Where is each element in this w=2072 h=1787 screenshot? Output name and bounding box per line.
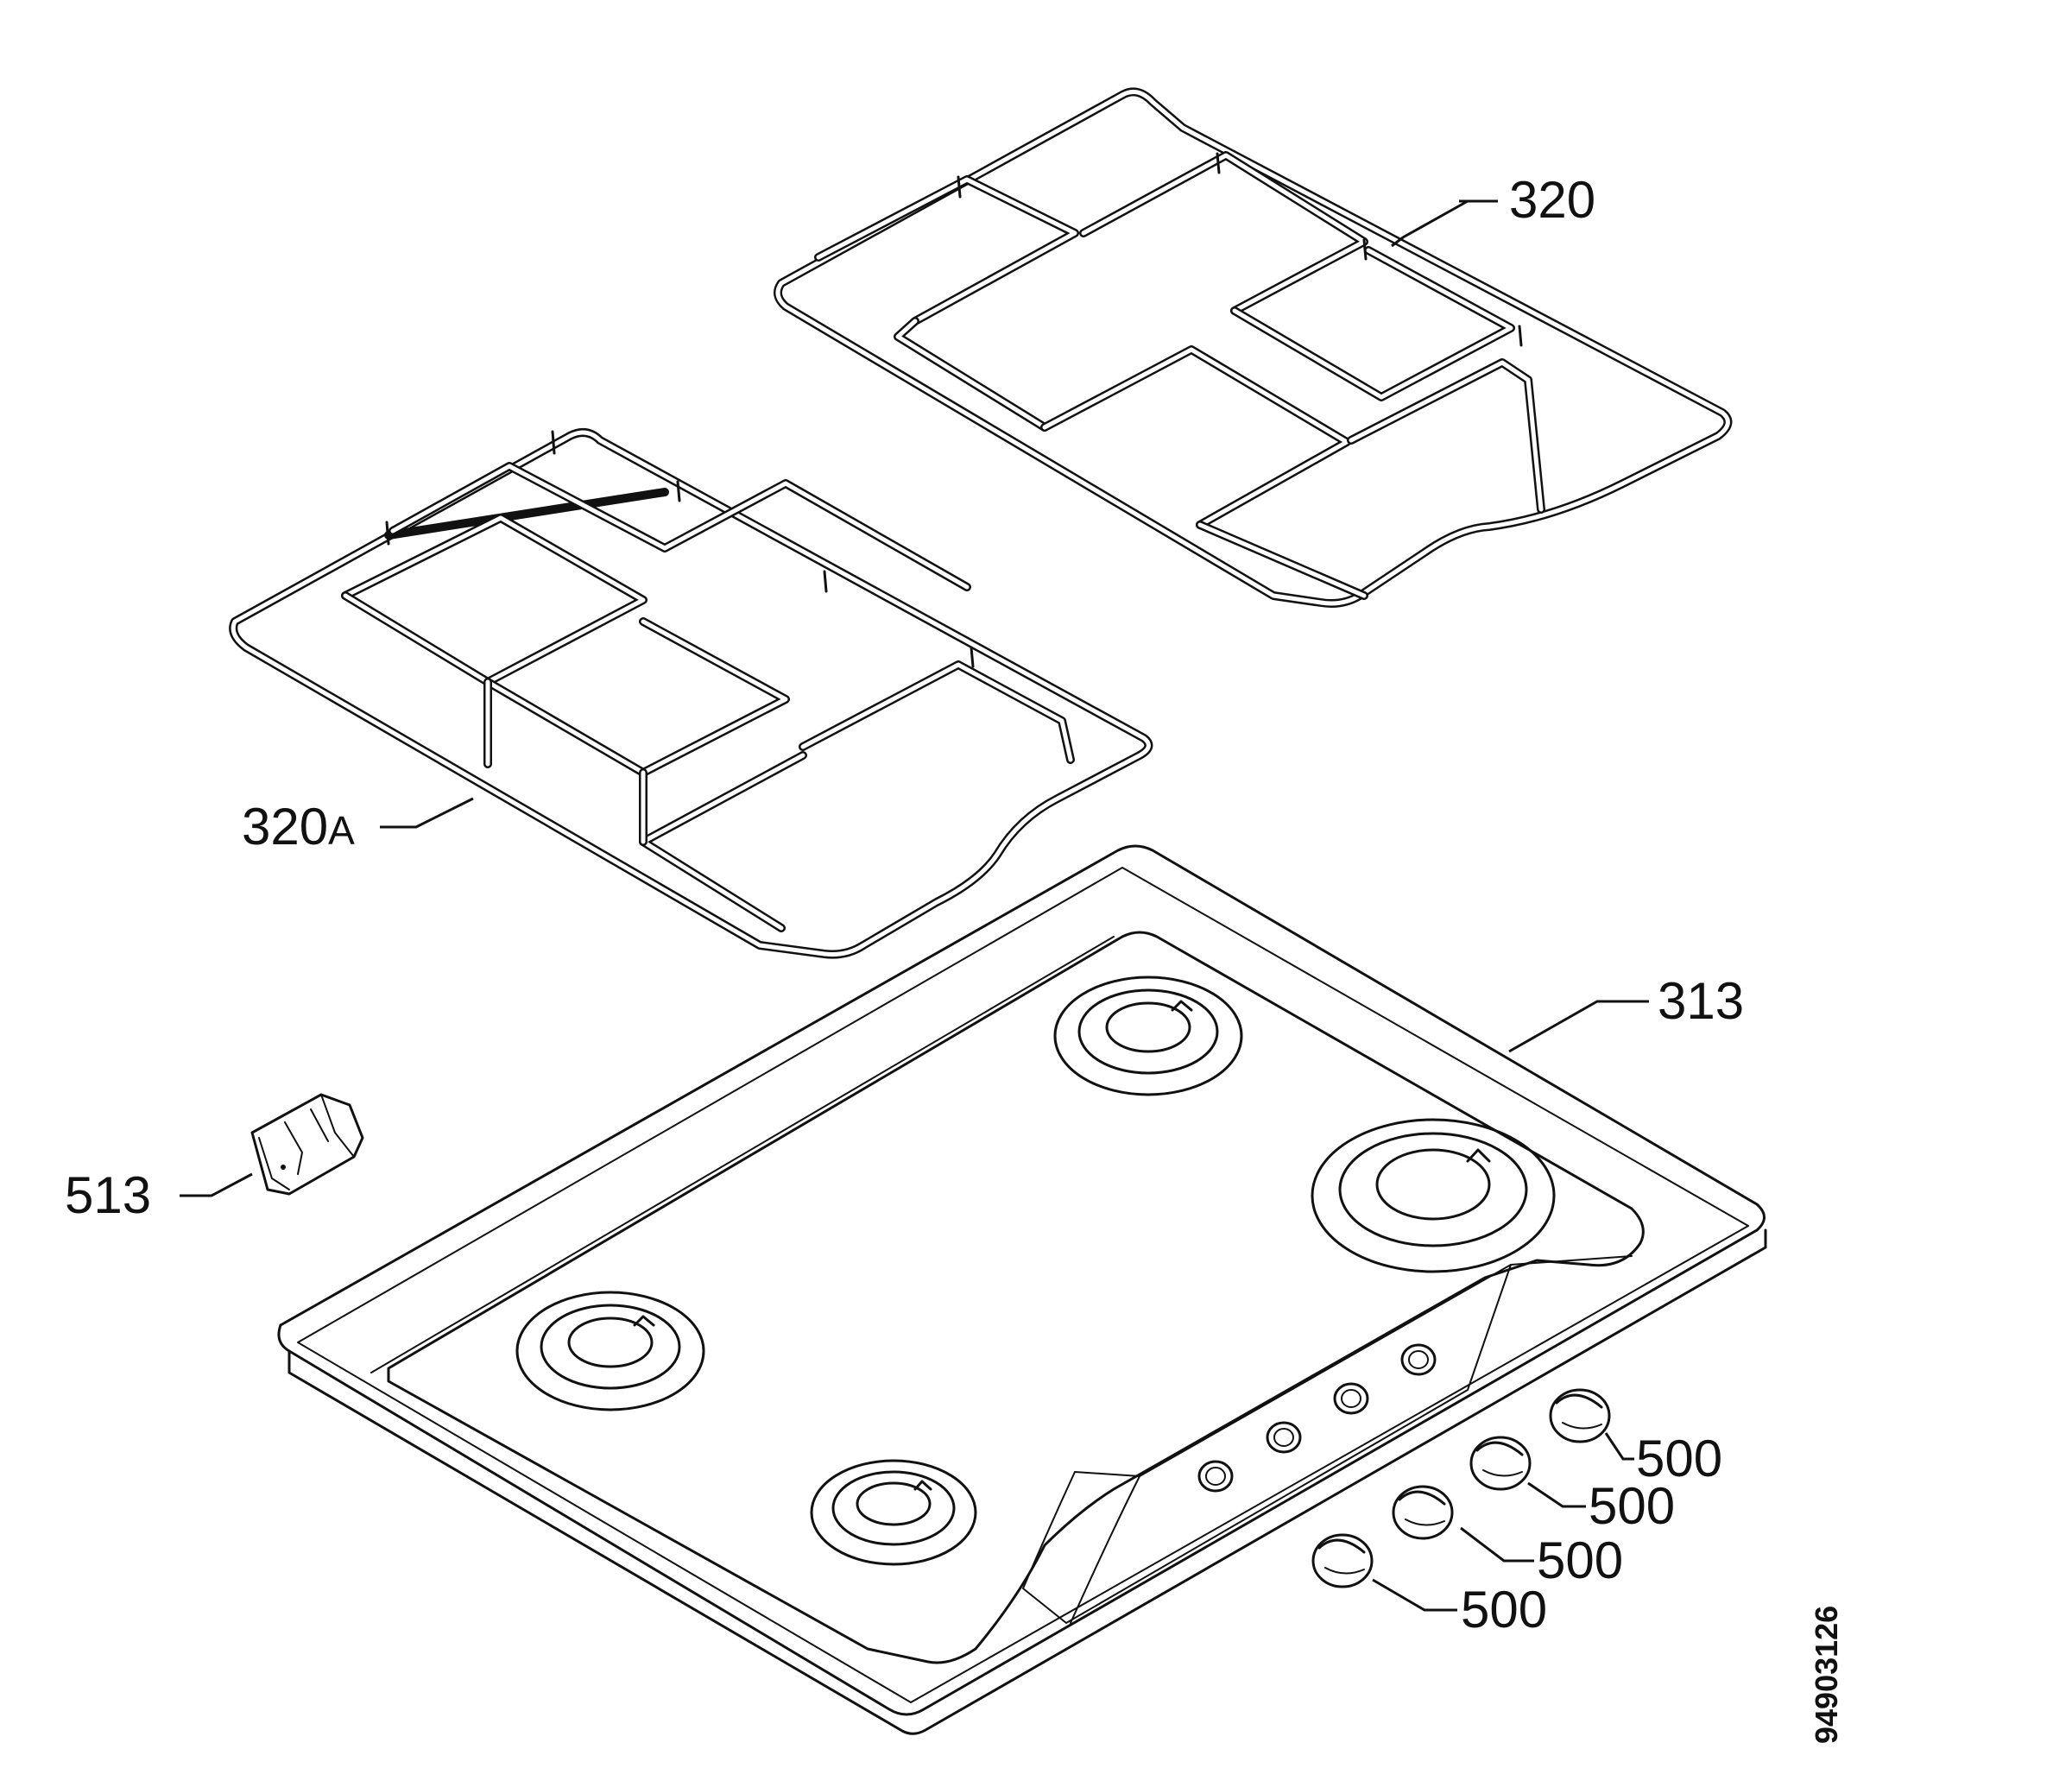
burner-rear-right [1311, 1118, 1556, 1273]
control-knobs-500 [1311, 1388, 1611, 1588]
callout-320a: 320A [242, 798, 355, 856]
knob-3 [1392, 1485, 1454, 1540]
burner-front-right [810, 1459, 977, 1566]
control-holes [1197, 1343, 1437, 1493]
callout-513: 513 [65, 1166, 151, 1224]
pan-support-grid-320 [774, 87, 1733, 608]
callout-320a-suffix: A [328, 808, 355, 853]
knob-4 [1311, 1533, 1374, 1588]
clip-513 [250, 1093, 364, 1196]
callout-313: 313 [1658, 972, 1744, 1030]
burner-front-left [515, 1291, 705, 1411]
burner-rear-left [1053, 976, 1243, 1096]
knob-2 [1469, 1436, 1532, 1491]
callout-320: 320 [1509, 171, 1595, 229]
callout-500-knob-2: 500 [1589, 1477, 1675, 1535]
leader-lines [180, 199, 1649, 1612]
pan-support-grid-320a [229, 428, 1153, 959]
drawing-number: 94903126 [1809, 1606, 1844, 1744]
callout-500-knob-3: 500 [1537, 1531, 1623, 1589]
callout-320a-number: 320 [242, 798, 328, 856]
callout-500-knob-4: 500 [1461, 1581, 1547, 1639]
callout-500-knob-1: 500 [1636, 1430, 1722, 1487]
hob-top-313 [277, 844, 1767, 1735]
knob-1 [1549, 1388, 1611, 1443]
